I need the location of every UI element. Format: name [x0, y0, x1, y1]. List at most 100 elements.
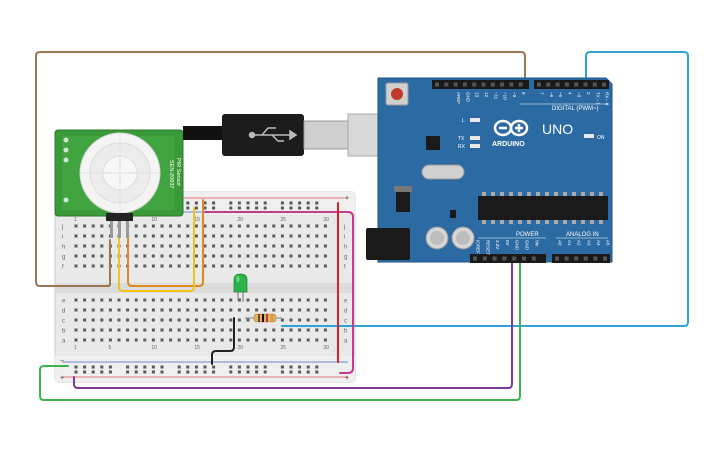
breadboard-hole[interactable] — [177, 338, 181, 342]
rail-hole[interactable] — [237, 365, 241, 369]
header-pin-hole[interactable] — [435, 82, 439, 87]
breadboard-hole[interactable] — [108, 328, 112, 332]
breadboard-hole[interactable] — [237, 308, 241, 312]
breadboard-hole[interactable] — [83, 328, 87, 332]
breadboard-hole[interactable] — [298, 254, 302, 258]
breadboard-hole[interactable] — [194, 254, 198, 258]
wire-green[interactable] — [39, 259, 521, 401]
breadboard-hole[interactable] — [289, 318, 293, 322]
breadboard-hole[interactable] — [134, 244, 138, 248]
breadboard-hole[interactable] — [272, 338, 276, 342]
breadboard-hole[interactable] — [255, 234, 259, 238]
breadboard-hole[interactable] — [194, 328, 198, 332]
breadboard-hole[interactable] — [169, 308, 173, 312]
breadboard-hole[interactable] — [212, 328, 216, 332]
wire-cyan[interactable] — [281, 51, 689, 327]
breadboard-hole[interactable] — [263, 298, 267, 302]
breadboard-hole[interactable] — [134, 338, 138, 342]
breadboard-hole[interactable] — [83, 244, 87, 248]
breadboard-hole[interactable] — [263, 338, 267, 342]
breadboard-hole[interactable] — [237, 224, 241, 228]
breadboard-hole[interactable] — [323, 224, 327, 228]
header-pin-hole[interactable] — [518, 82, 523, 87]
rail-hole[interactable] — [298, 206, 302, 210]
breadboard-hole[interactable] — [160, 328, 164, 332]
analog-header[interactable] — [552, 254, 610, 263]
rail-hole[interactable] — [134, 370, 138, 374]
breadboard-hole[interactable] — [108, 318, 112, 322]
breadboard-hole[interactable] — [263, 254, 267, 258]
breadboard-hole[interactable] — [237, 254, 241, 258]
digital-header-right[interactable] — [534, 80, 609, 89]
breadboard-hole[interactable] — [91, 254, 95, 258]
power-pin-hole[interactable] — [473, 256, 477, 261]
breadboard-hole[interactable] — [151, 244, 155, 248]
breadboard-hole[interactable] — [298, 298, 302, 302]
breadboard-hole[interactable] — [203, 298, 207, 302]
breadboard-hole[interactable] — [160, 254, 164, 258]
rail-hole[interactable] — [108, 365, 112, 369]
breadboard-hole[interactable] — [151, 224, 155, 228]
breadboard-hole[interactable] — [151, 254, 155, 258]
breadboard-hole[interactable] — [229, 244, 233, 248]
breadboard-hole[interactable] — [186, 234, 190, 238]
breadboard-hole[interactable] — [212, 308, 216, 312]
breadboard-hole[interactable] — [203, 328, 207, 332]
rail-hole[interactable] — [91, 370, 95, 374]
breadboard-hole[interactable] — [160, 318, 164, 322]
breadboard-hole[interactable] — [100, 338, 104, 342]
rail-hole[interactable] — [194, 201, 198, 205]
rail-hole[interactable] — [289, 206, 293, 210]
analog-pin-hole[interactable] — [555, 256, 559, 261]
breadboard-hole[interactable] — [169, 224, 173, 228]
breadboard-hole[interactable] — [186, 318, 190, 322]
breadboard-hole[interactable] — [323, 308, 327, 312]
rail-hole[interactable] — [212, 201, 216, 205]
breadboard-hole[interactable] — [194, 318, 198, 322]
breadboard-hole[interactable] — [246, 308, 250, 312]
breadboard-hole[interactable] — [280, 308, 284, 312]
power-pin-hole[interactable] — [492, 256, 497, 261]
rail-hole[interactable] — [229, 206, 233, 210]
breadboard-hole[interactable] — [151, 338, 155, 342]
breadboard-hole[interactable] — [220, 254, 224, 258]
header-pin-hole[interactable] — [546, 82, 551, 87]
breadboard-hole[interactable] — [298, 224, 302, 228]
breadboard-hole[interactable] — [194, 264, 198, 268]
breadboard-hole[interactable] — [177, 244, 181, 248]
breadboard-hole[interactable] — [169, 254, 173, 258]
breadboard-hole[interactable] — [246, 338, 250, 342]
breadboard-hole[interactable] — [298, 244, 302, 248]
breadboard-hole[interactable] — [272, 264, 276, 268]
rail-hole[interactable] — [143, 370, 147, 374]
breadboard-hole[interactable] — [83, 254, 87, 258]
breadboard-hole[interactable] — [280, 298, 284, 302]
power-pin-hole[interactable] — [512, 256, 517, 261]
rail-hole[interactable] — [74, 370, 78, 374]
breadboard-hole[interactable] — [229, 318, 233, 322]
breadboard-hole[interactable] — [306, 234, 310, 238]
breadboard-hole[interactable] — [263, 328, 267, 332]
rail-hole[interactable] — [237, 201, 241, 205]
breadboard-hole[interactable] — [212, 318, 216, 322]
rail-hole[interactable] — [255, 365, 259, 369]
breadboard-hole[interactable] — [83, 224, 87, 228]
breadboard-hole[interactable] — [229, 298, 233, 302]
rail-hole[interactable] — [263, 370, 267, 374]
rail-hole[interactable] — [306, 206, 310, 210]
breadboard-hole[interactable] — [212, 264, 216, 268]
breadboard-hole[interactable] — [74, 318, 78, 322]
breadboard-hole[interactable] — [134, 308, 138, 312]
breadboard-hole[interactable] — [298, 308, 302, 312]
power-pin-hole[interactable] — [502, 256, 507, 261]
breadboard-hole[interactable] — [194, 338, 198, 342]
header-pin-hole[interactable] — [472, 82, 477, 87]
breadboard-hole[interactable] — [126, 308, 130, 312]
rail-hole[interactable] — [255, 201, 259, 205]
breadboard-hole[interactable] — [126, 328, 130, 332]
breadboard-hole[interactable] — [83, 338, 87, 342]
breadboard-hole[interactable] — [203, 234, 207, 238]
breadboard-hole[interactable] — [169, 244, 173, 248]
